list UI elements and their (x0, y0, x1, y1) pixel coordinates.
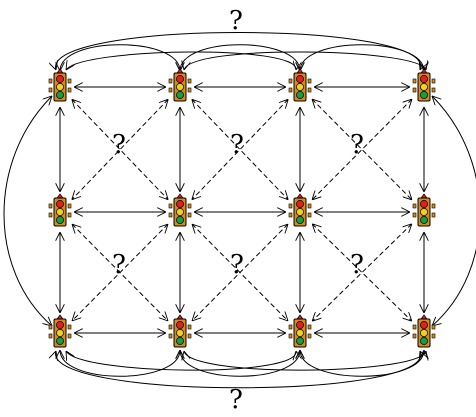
edge-diagonal (312, 224, 412, 321)
traffic-light-icon (412, 193, 436, 227)
question-mark-lower-3: ? (350, 250, 364, 280)
edge-top-3-4 (300, 44, 424, 72)
question-mark-upper-3: ? (350, 130, 364, 160)
question-mark-lower-2: ? (230, 250, 244, 280)
edge-wrap-left (3, 96, 52, 326)
traffic-light-icon (168, 193, 192, 227)
edge-top-2-3 (180, 44, 300, 72)
edge-bottom-2-4 (184, 351, 426, 371)
traffic-light-icon (48, 68, 72, 102)
traffic-light-icon (168, 314, 192, 348)
traffic-light-icon (288, 68, 312, 102)
edge-bottom-3-4 (300, 349, 424, 377)
edge-diagonal (72, 99, 168, 199)
edge-top-2-4 (184, 51, 426, 70)
edge-diagonal (192, 99, 288, 199)
traffic-light-icon (288, 314, 312, 348)
edge-wrap-right (432, 96, 476, 326)
edge-bottom-1-4 (56, 351, 421, 389)
edge-diagonal (192, 224, 288, 321)
question-mark-lower-1: ? (112, 250, 126, 280)
edge-top-1-4 (56, 32, 421, 71)
question-mark-bottom: ? (229, 385, 243, 415)
edge-bottom-2-3 (180, 349, 300, 377)
question-mark-upper-2: ? (230, 130, 244, 160)
traffic-light-icon (48, 193, 72, 227)
dashed-edges (72, 99, 412, 321)
edge-top-1-2 (60, 44, 180, 72)
traffic-light-icon (168, 68, 192, 102)
question-mark-top: ? (229, 6, 243, 36)
solid-edges (60, 87, 424, 333)
edge-bottom-1-3 (66, 351, 296, 371)
traffic-light-icon (412, 314, 436, 348)
edge-top-1-3 (66, 51, 296, 70)
wraparound-edges (3, 32, 476, 389)
edge-bottom-1-2 (60, 349, 180, 377)
traffic-light-icon (48, 314, 72, 348)
question-mark-upper-1: ? (112, 130, 126, 160)
traffic-light-icon (412, 68, 436, 102)
traffic-light-icon (288, 193, 312, 227)
traffic-light-nodes (48, 68, 436, 348)
edge-diagonal (72, 224, 168, 321)
